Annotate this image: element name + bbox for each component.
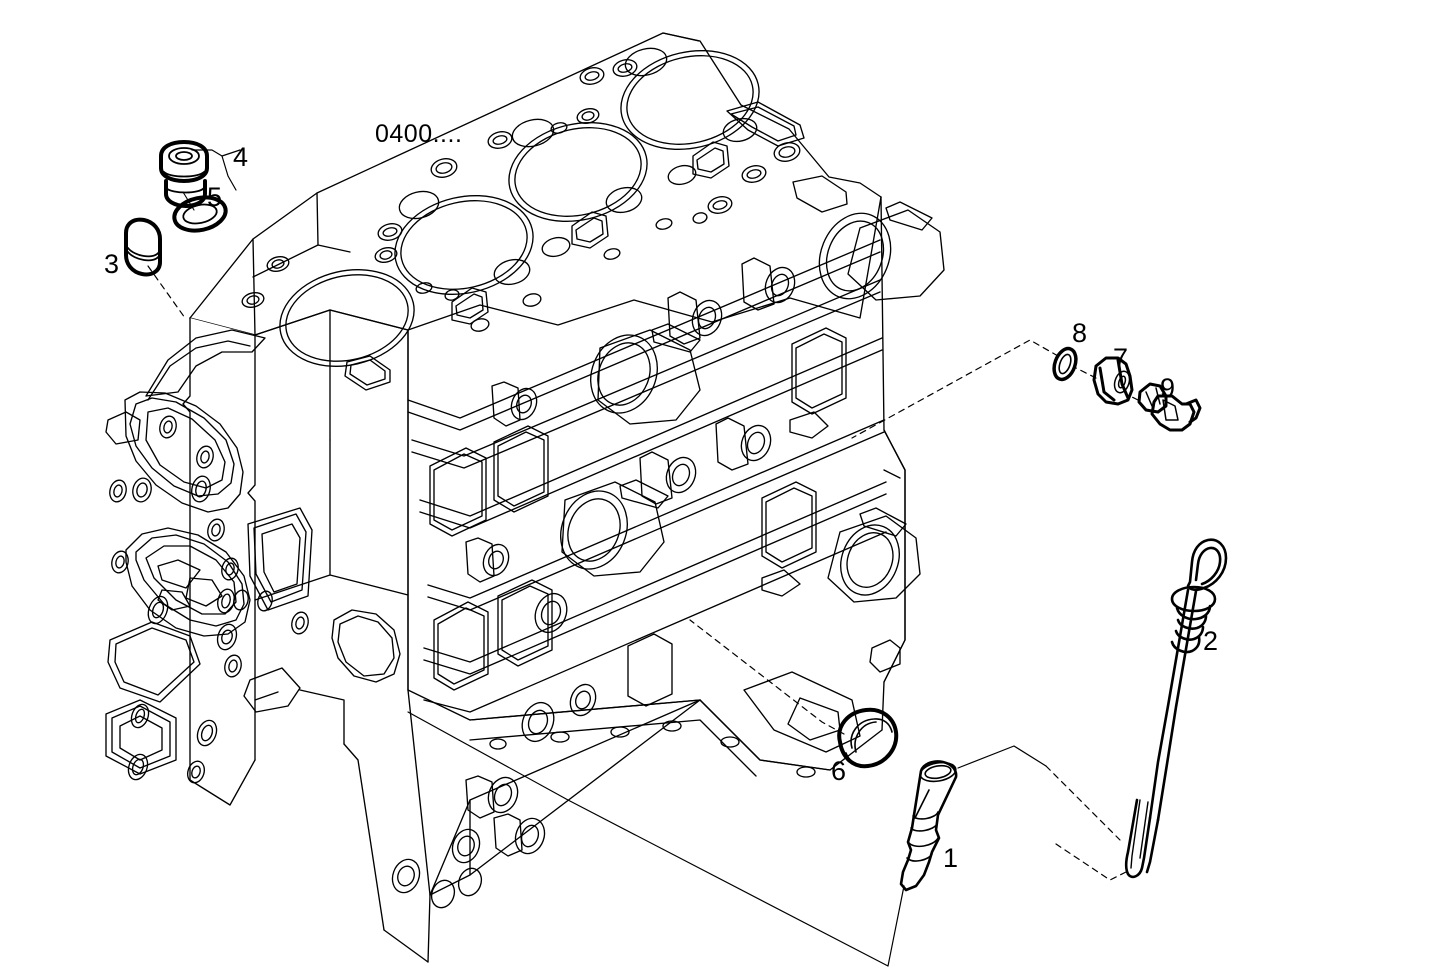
leader-9-7: [1129, 395, 1139, 401]
leader-4: [191, 149, 241, 157]
leader-3: [147, 265, 186, 319]
part-9-switch-detail: [1145, 387, 1179, 421]
leader-6: [689, 619, 845, 735]
part-2-oil-dipstick-shape: [1124, 538, 1228, 879]
leader-8: [851, 339, 1059, 439]
callout-number-7[interactable]: 7: [1113, 343, 1129, 373]
leader-lines-solid: [191, 149, 1121, 967]
leader-1-bottom: [407, 711, 905, 967]
leader-2-tip: [1055, 843, 1127, 881]
leader-lines: [147, 265, 1139, 881]
group-number-label: 0400....: [375, 120, 463, 148]
callout-number-9[interactable]: 9: [1160, 373, 1176, 403]
part-1-tube-detail: [906, 761, 957, 862]
callout-number-2[interactable]: 2: [1203, 626, 1219, 656]
part-2-dipstick-tip-detail: [1130, 799, 1149, 869]
callout-number-8[interactable]: 8: [1072, 318, 1088, 348]
part-5-tie-line: [182, 191, 195, 211]
callout-number-6[interactable]: 6: [831, 756, 847, 786]
callout-number-4[interactable]: 4: [233, 142, 249, 172]
leader-7-8: [1075, 367, 1097, 379]
callout-number-3[interactable]: 3: [104, 249, 120, 279]
block-side-face: [299, 196, 945, 963]
leader-1-to-2: [1045, 765, 1121, 841]
part-5-sealing-ring-shape: [172, 195, 228, 233]
part-7-fitting-detail: [1113, 370, 1131, 394]
leader-4b: [221, 155, 237, 191]
callout-number-5[interactable]: 5: [207, 182, 223, 212]
part-6-seal-detail: [845, 718, 893, 768]
part-8-sealing-washer-shape: [1052, 346, 1078, 382]
part-9-oil-pressure-switch-shape: [1137, 382, 1202, 432]
part-1-dipstick-guide-tube-shape: [899, 760, 958, 892]
part-3-bushing-detail: [127, 247, 160, 262]
block-top-deck: [189, 32, 905, 962]
callout-number-1[interactable]: 1: [943, 843, 959, 873]
leader-1-top: [957, 745, 1047, 769]
part-7-adapter-fitting-shape: [1092, 356, 1134, 406]
part-4-plug-detail: [163, 147, 205, 194]
part-3-dowel-bushing-shape: [124, 217, 162, 277]
